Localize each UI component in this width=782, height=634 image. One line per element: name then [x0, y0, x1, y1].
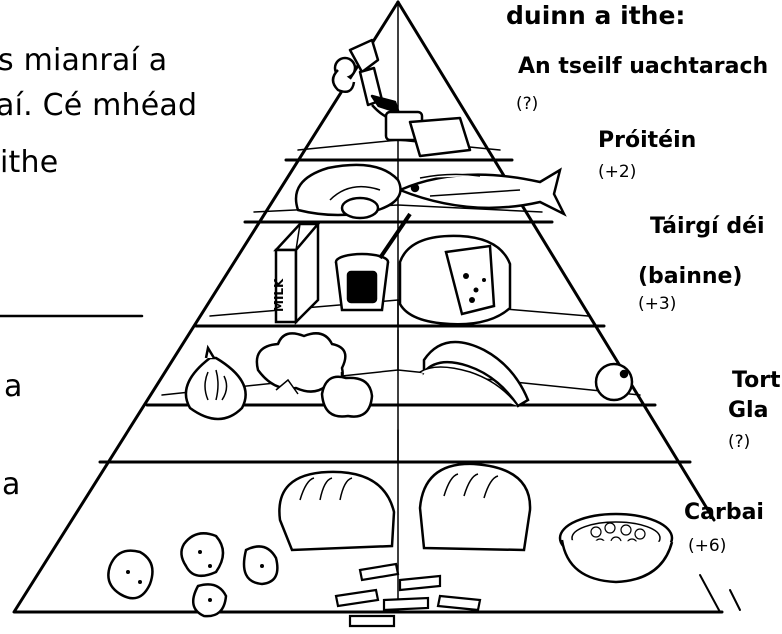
shelf-top [286, 140, 512, 160]
bread-loaves [279, 464, 530, 550]
apple [322, 372, 372, 417]
sweets-group [333, 40, 470, 156]
left-text-line-2: aí. Cé mhéad [0, 91, 197, 121]
milk-label: MILK [272, 278, 286, 312]
cheese-wheel [400, 236, 510, 324]
value-protein: (+2) [598, 164, 636, 181]
potatoes [108, 533, 277, 616]
value-dairy: (+3) [638, 296, 676, 313]
left-text-line-5: a [2, 470, 21, 500]
value-top-shelf: (?) [516, 96, 538, 113]
meat-pile [296, 165, 401, 218]
left-text-line-4: a [4, 372, 23, 402]
label-top-shelf: An tseilf uachtarach [518, 56, 768, 78]
fish [400, 170, 564, 214]
label-dairy-line-1: Táirgí déi [650, 216, 765, 238]
label-fruit-veg-line-1: Tort [732, 370, 781, 392]
left-text-line-1: s mianraí a [0, 46, 167, 76]
label-fruit-veg-line-2: Gla [728, 400, 768, 422]
onion [186, 348, 246, 419]
shelf-carbs [100, 430, 690, 462]
orange [596, 364, 632, 400]
bananas [420, 342, 528, 406]
value-carbs: (+6) [688, 538, 726, 555]
right-header: duinn a ithe: [506, 3, 685, 28]
value-fruit-veg: (?) [728, 434, 750, 451]
cereal-bowl [560, 514, 672, 582]
label-dairy-line-2: (bainne) [638, 266, 743, 288]
left-text-line-3: ithe [0, 148, 58, 178]
label-carbs: Carbai [684, 502, 764, 524]
label-protein: Próitéin [598, 130, 696, 152]
pasta-pile [336, 564, 480, 626]
